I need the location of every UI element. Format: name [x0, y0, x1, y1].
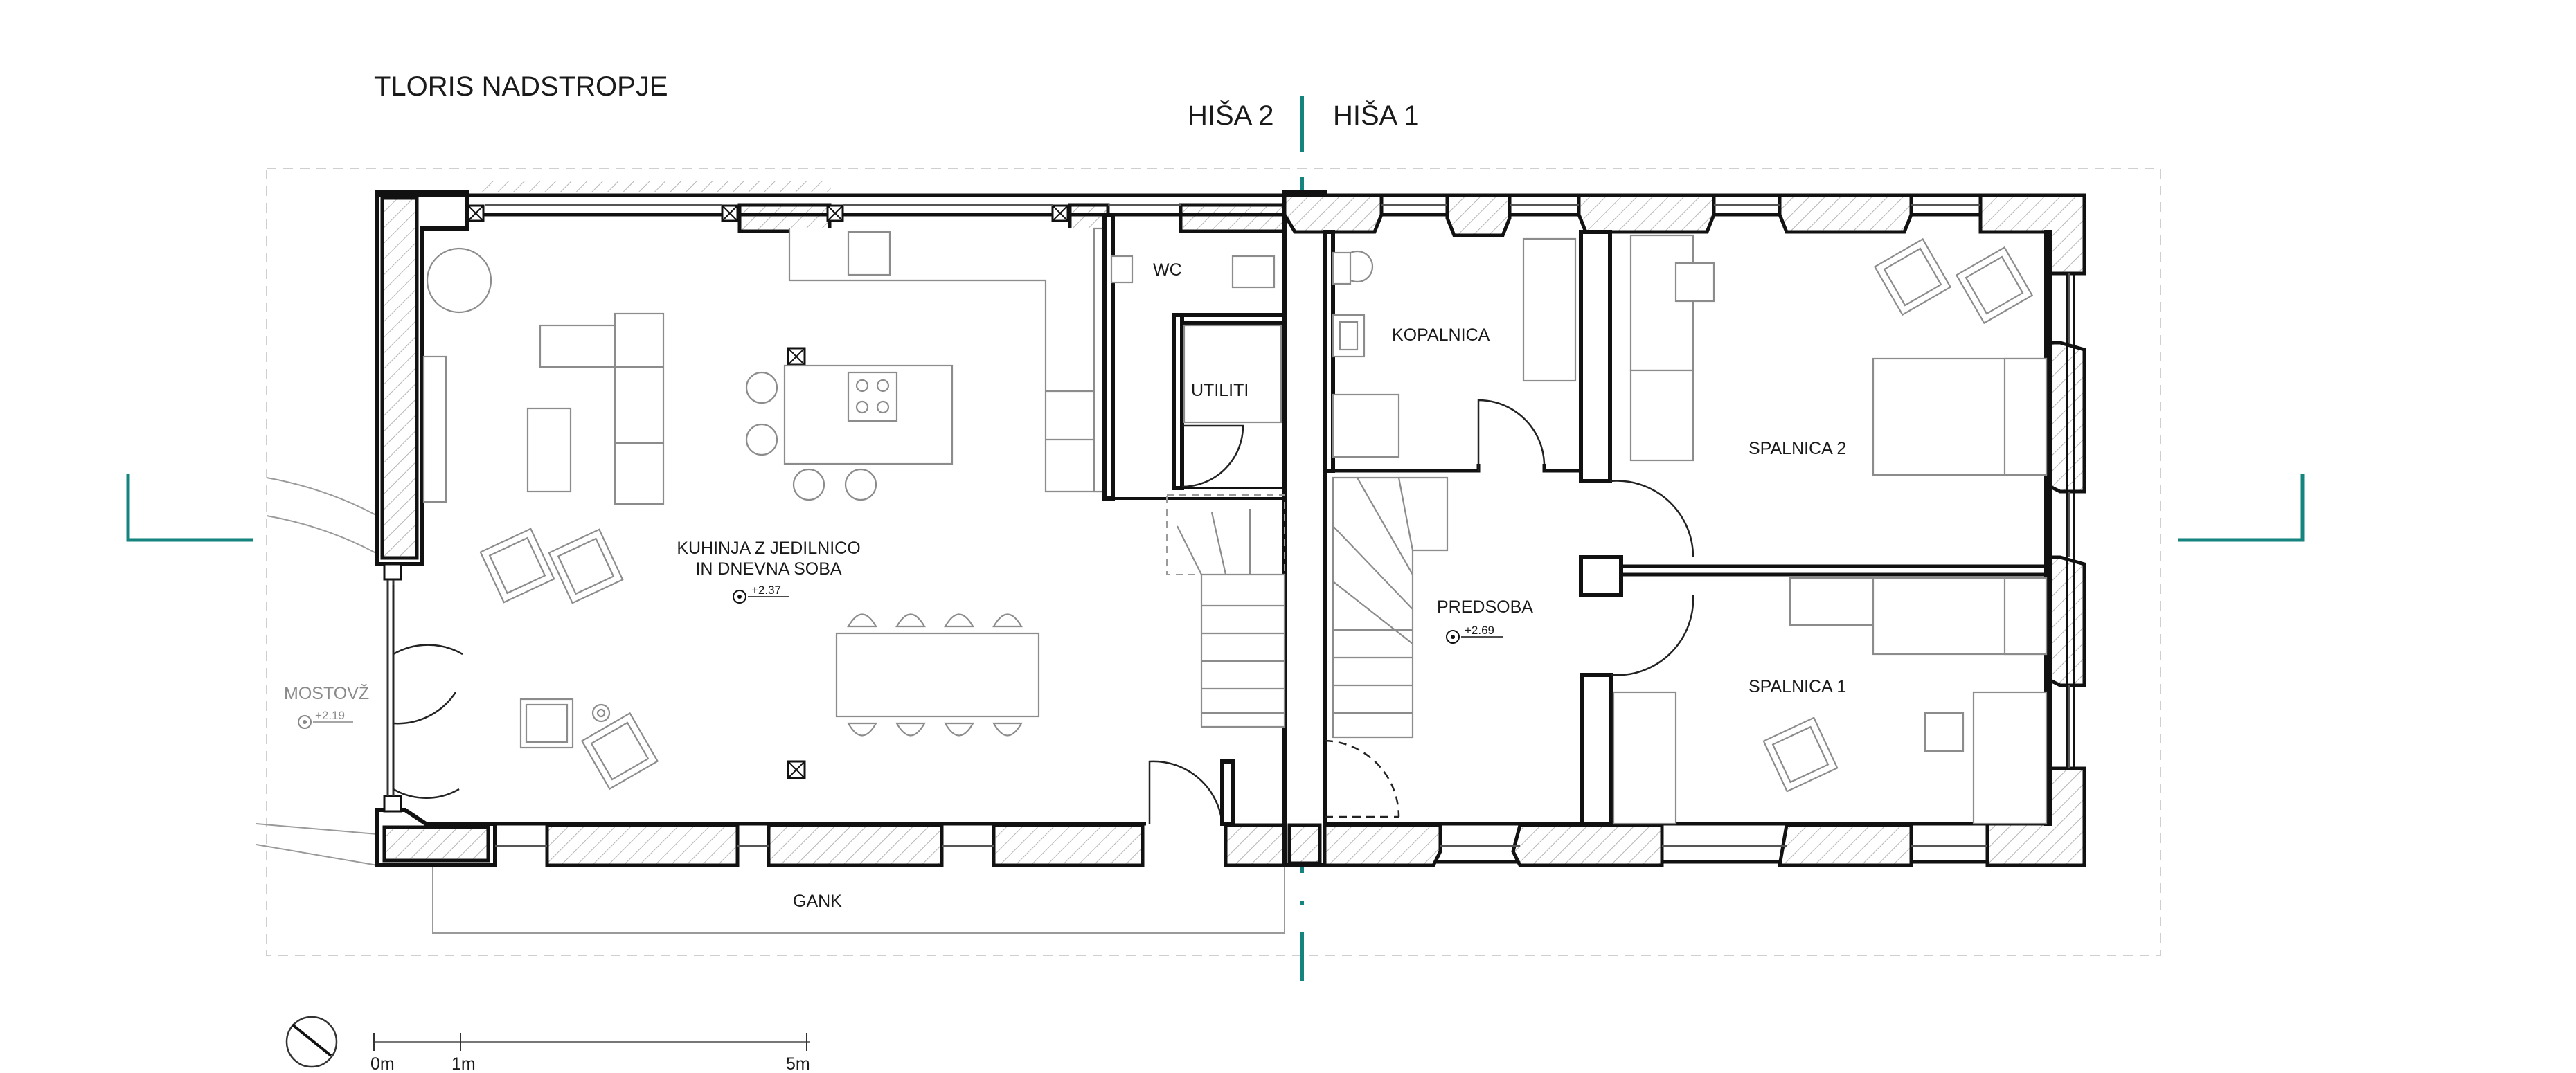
level-marker-kitchen [733, 590, 789, 604]
section-marker-left [126, 474, 253, 542]
room-label-bathroom: KOPALNICA [1392, 325, 1490, 345]
room-label-kitchen-line2: IN DNEVNA SOBA [695, 559, 841, 579]
level-hall: +2.69 [1465, 624, 1494, 637]
site-boundary [266, 168, 2161, 956]
drawing-title: TLORIS NADSTROPJE [374, 71, 668, 102]
window-frames [485, 204, 2070, 847]
room-label-gallery: GANK [793, 892, 842, 911]
room-label-hall: PREDSOBA [1437, 597, 1533, 617]
scale-label-0m: 0m [370, 1054, 395, 1073]
roof-edge-hatch [478, 181, 831, 192]
scale-bar [373, 1033, 810, 1051]
bridge-doors [386, 580, 463, 799]
house-1-walls [1282, 193, 2086, 867]
house-1-doors [1324, 399, 1694, 818]
column-markers [383, 204, 1069, 813]
section-marker-right [2178, 474, 2305, 542]
stairs-house-1 [1332, 476, 1449, 739]
terrain-line [266, 477, 378, 516]
terrain-line [256, 823, 378, 835]
stairs-house-2 [1166, 494, 1286, 728]
house-2-walls [375, 190, 1327, 867]
house-1-internal-walls [1323, 230, 2052, 826]
living-furniture [422, 247, 665, 791]
terrain-line [256, 844, 378, 866]
kitchen-door [1148, 760, 1224, 824]
level-marker-bridge [298, 715, 353, 729]
room-label-bedroom-2: SPALNICA 2 [1748, 439, 1846, 458]
room-label-wc: WC [1153, 260, 1182, 280]
house-2-wc-utility [1102, 213, 1287, 501]
room-label-utility: UTILITI [1191, 381, 1249, 400]
terrain-line [266, 515, 378, 554]
scale-label-1m: 1m [451, 1054, 476, 1073]
room-label-kitchen-line1: KUHINJA Z JEDILNICO [677, 539, 860, 558]
bathroom-fixtures [1332, 237, 1577, 458]
scale-label-5m: 5m [786, 1054, 810, 1073]
room-label-bridge: MOSTOVŽ [284, 683, 369, 703]
level-bridge: +2.19 [315, 709, 345, 722]
level-kitchen: +2.37 [751, 584, 781, 597]
north-arrow-icon [285, 1016, 338, 1068]
room-label-bedroom-1: SPALNICA 1 [1748, 677, 1846, 696]
bedroom-2-furniture [1629, 234, 2048, 476]
house-2-label: HIŠA 2 [1188, 100, 1274, 131]
level-marker-hall [1446, 630, 1503, 644]
kitchen-counter [745, 227, 1106, 501]
house-1-label: HIŠA 1 [1333, 100, 1420, 131]
dining-table [835, 613, 1040, 737]
gallery-outline [432, 865, 1285, 934]
bedroom-1-furniture [1612, 577, 2048, 825]
